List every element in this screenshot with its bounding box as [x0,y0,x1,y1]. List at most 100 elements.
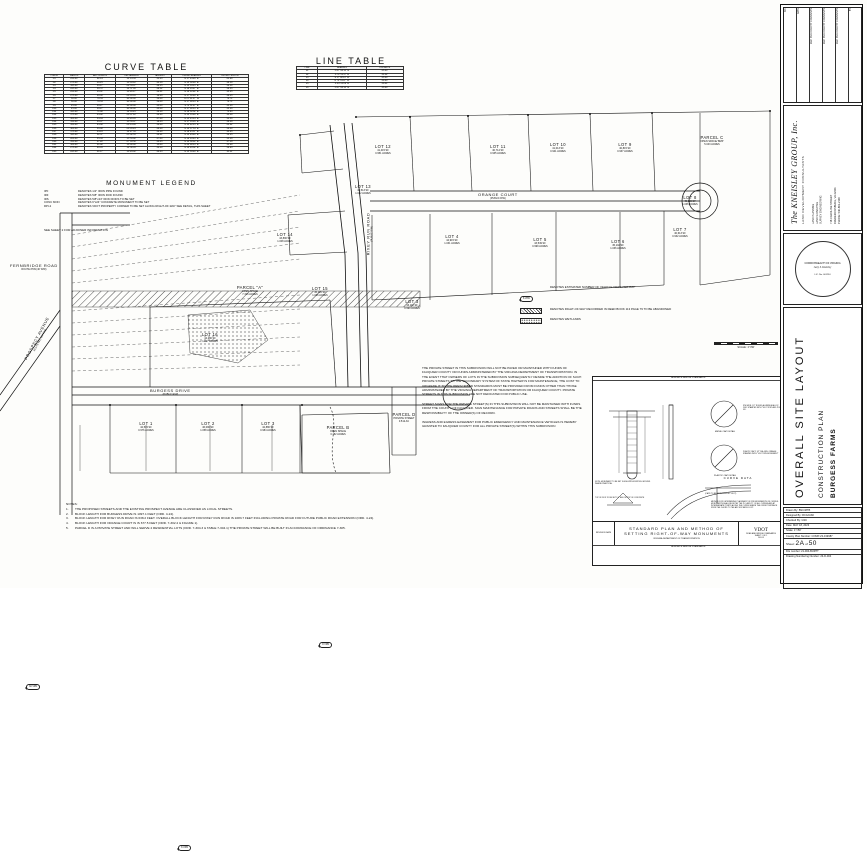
parcel-use: OPEN SPACE [241,290,259,294]
curve-table-cell: 78.54' [83,100,117,105]
lot-square-feet: 44,280 SF [204,336,216,340]
lot-square-feet: 46,090 SF [202,425,214,429]
vdot-agency-sub: ROAD AND BRIDGE STANDARDS [746,532,776,535]
note-number: 2. [66,511,69,516]
line-table-cell: L6 [295,85,319,91]
info-value: RCG/GSK [802,513,815,517]
vdot-revision-label: REVISION DATE [595,531,612,534]
curve-table-cell: 31.29' [210,143,250,148]
lot-square-feet: 44,915 SF [446,238,458,242]
curve-table-cell: 44.42' [83,113,117,118]
curve-table-cell: 50.00' [147,96,173,102]
firm-name: The KNEISLEY GROUP, Inc. [790,120,799,224]
monument-symbol: IRS [44,196,49,201]
lot-acres: 0.999 ACRES [532,244,548,248]
revision-block: NO. DATE REV. PER COUNTY COMMENTS REV. P… [783,7,862,103]
vdot-title-sub: VIRGINIA DEPARTMENT OF TRANSPORTATION [653,537,700,540]
info-row: County Plan Number: COMP-23-019987 [784,534,861,540]
sheet-title-sub2: BURGESS FARMS [830,428,837,498]
curve-table-cell: 45.11' [83,90,117,95]
curve-table-cell: C18 [43,133,65,138]
professional-seal: COMMONWEALTH OF VIRGINIA Gary S. Kneisle… [794,241,851,297]
abandoned-row-swatch [520,308,542,314]
sheet-of-label: of [805,541,808,546]
curve-table-cell: C9 [43,103,65,108]
title-block-strip: NO. DATE REV. PER COUNTY COMMENTS REV. P… [780,4,863,589]
rod-top-note: TOP OF ROD TO BE SET 1/4" BELOW TOP OF C… [595,496,645,499]
revision-col-date-label: DATE [797,8,800,15]
curve-table-cell: 78.54' [83,96,117,102]
sheet-number-value: 2A [795,539,805,547]
lot-square-feet: 45,102 SF [612,243,624,247]
vdot-monument-detail: VA ROAD & BRIDGE STANDARDS [592,376,784,566]
vdot-detail-header: VA ROAD & BRIDGE STANDARDS [593,377,783,381]
lot-name: LOT 2 [201,421,215,426]
lot-name: LOT 7 [673,227,687,232]
vdot-detail-body: METAL CAP DETAIL PLASTIC CAP DETAIL R/W … [593,381,783,521]
curve-table-cell: C14 [43,120,65,125]
info-row: Drawn By: BSC/MTB [784,508,861,514]
lot-name: LOT 4 [445,234,459,239]
curve-table-cell: C4 [43,87,65,92]
lot-name: LOT 11 [490,144,506,149]
road-name: FERNBRIDGE ROAD [10,263,58,268]
revision-grid: NO. DATE REV. PER COUNTY COMMENTS REV. P… [784,8,861,102]
revision-entry-1: REV. PER COUNTY COMMENTS [810,8,813,45]
monument-symbol: CONC MON [44,200,60,205]
curve-table-cell: 55.33' [83,136,117,141]
parcel-area: 0.512 AC [398,420,410,424]
info-value: 23-D-004 [820,555,832,559]
curve-table-cell: 56.44' [210,126,250,132]
lot-name: LOT 15 [312,286,328,291]
monument-symbol: IRF [44,192,49,197]
private-street-paragraph: THE PRIVATE STREET IN THIS SUBDIVISION W… [422,366,582,397]
curve-table-cell: 25.00' [147,103,173,108]
curve-table-cell: 22.61' [147,90,173,95]
parcel-use: OPEN SPACE [329,430,347,434]
monument-description: DENOTES 5/8" IRON ROD FOUND [78,192,123,197]
vpd-callout: 8 VPD [177,844,192,851]
lot-name: LOT 13 [355,184,371,189]
firm-address: 718 CAROLINE STREET FREDERICKSBURG, VA 2… [830,187,841,224]
curve-table-cell: C17 [43,129,65,135]
private-street-paragraph: INGRESS AND EGRESS EASEMENT FOR PUBLIC E… [422,420,577,429]
curve-table-cell: C5 [43,90,65,95]
curve-table-cell: 39.27' [83,106,117,112]
curve-table-cell: 44.05' [210,129,250,135]
vpd-legend-key: 8 VPD [519,286,550,304]
note-item: 5.PARCEL D IS A PRIVATE STREET AND WILL … [66,526,436,531]
lot-name: LOT 8 [683,195,697,200]
lot-name: LOT 10 [550,142,566,147]
revision-col-no-label: NO. [784,8,787,13]
lot-name: LOT 5 [533,237,547,242]
curve-table-cell: C6 [43,93,65,99]
curve-table-cell: 47.22' [83,139,117,145]
plan-linework [0,110,771,515]
vdot-detail-footer: REVISION DATE STANDARD PLAN AND METHOD O… [593,520,783,545]
lot-square-feet: 42,515 SF [140,425,152,429]
firm-subtitle: LAND DEVELOPMENT CONSULTANTS [801,155,805,224]
monument-description: DENOTES VDOT PROPERTY CORNER TO BE SET A… [78,204,211,209]
note-number: 1. [66,507,69,512]
curve-table-cell: C21 [43,143,65,148]
vdot-agency-cell: VDOT ROAD AND BRIDGE STANDARDS SHEET 1 O… [739,522,783,545]
monument-description: DENOTES 1/2" IRON PIPE FOUND [78,189,123,193]
revision-col-by: BY [849,8,861,102]
curve-table-cell: 50.00' [147,100,173,105]
